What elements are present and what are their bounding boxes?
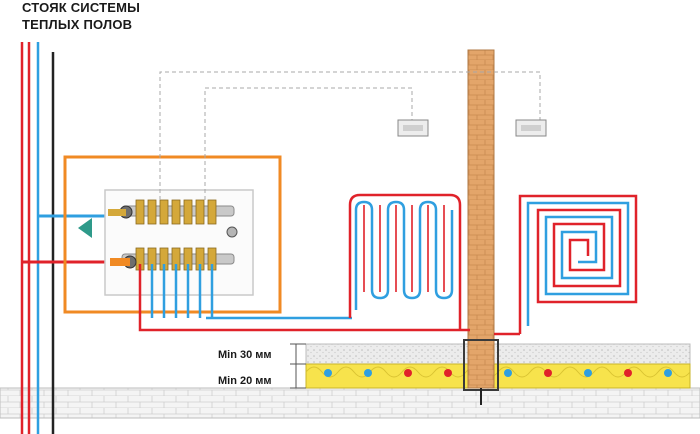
floor-pipes [324, 369, 672, 377]
dimension-lines [290, 343, 306, 389]
pump-valve-icon [78, 205, 238, 269]
title-line-2: ТЕПЛЫХ ПОЛОВ [22, 17, 133, 32]
title-line-1: СТОЯК СИСТЕМЫ [22, 0, 141, 15]
insulation-dimension-label: Min 20 мм [218, 375, 272, 387]
control-wiring [159, 71, 541, 200]
manifold-cabinet [63, 155, 282, 314]
brick-column [467, 49, 495, 389]
serpentine-loop [348, 193, 462, 330]
outlet-pipes [138, 264, 520, 336]
screed-dimension-label: Min 30 мм [218, 349, 272, 361]
foundation-wall [0, 387, 700, 419]
spiral-loop [518, 194, 638, 334]
riser-pipes [20, 42, 55, 434]
thermostat-icon [397, 119, 547, 137]
manifold-valves [135, 199, 217, 271]
